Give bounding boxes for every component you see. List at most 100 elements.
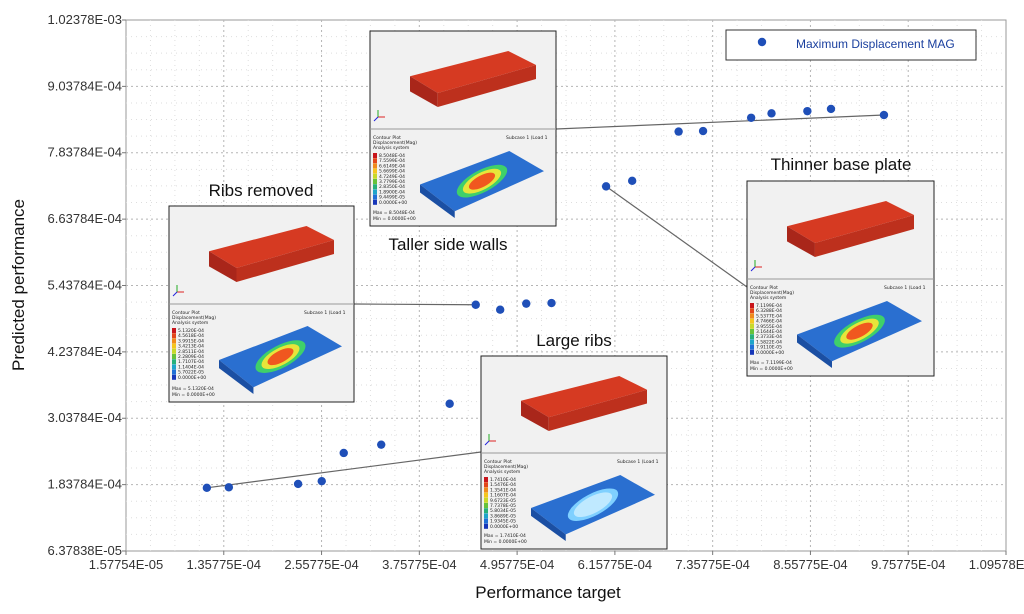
y-ticks: 6.37838E-051.83784E-043.03784E-044.23784… xyxy=(48,12,126,558)
data-point xyxy=(627,176,637,186)
contour-swatch xyxy=(484,508,488,514)
connector-lines xyxy=(206,114,884,489)
x-tick-label: 9.75775E-04 xyxy=(871,557,945,572)
contour-swatch xyxy=(484,477,488,482)
data-point xyxy=(674,127,683,136)
data-point xyxy=(445,399,454,408)
contour-hotspot xyxy=(267,348,294,366)
contour-value: 1.1404E-04 xyxy=(178,364,204,370)
contour-value: 0.0000E+00 xyxy=(178,375,206,381)
data-point xyxy=(471,300,480,309)
y-tick-label: 4.23784E-04 xyxy=(48,344,122,359)
x-tick-label: 3.75775E-04 xyxy=(382,557,456,572)
connector-line xyxy=(206,451,482,489)
contour-value: 1.3541E-04 xyxy=(490,487,516,493)
x-tick-label: 1.09578E-03 xyxy=(969,557,1024,572)
part-top-face xyxy=(410,51,536,93)
contour-value: 4.7466E-04 xyxy=(756,319,782,325)
part-top-face xyxy=(209,226,334,268)
data-point xyxy=(339,448,348,458)
data-point xyxy=(698,126,708,136)
contour-min: Min = 0.0000E+00 xyxy=(750,366,793,372)
x-tick-label: 6.15775E-04 xyxy=(578,557,652,572)
data-point xyxy=(495,305,505,314)
contour-max: Max = 8.5048E-04 xyxy=(373,210,415,216)
contour-max: Max = 5.1320E-04 xyxy=(172,386,214,392)
axis-triad-icon xyxy=(484,440,490,446)
contour-swatch xyxy=(750,344,754,350)
axis-triad-icon xyxy=(373,116,379,122)
contour-system: Analysis system xyxy=(750,295,786,301)
contour-swatch xyxy=(750,339,754,345)
part-side-face xyxy=(209,251,237,282)
x-tick-label: 4.95775E-04 xyxy=(480,557,554,572)
y-tick-label: 6.63784E-04 xyxy=(48,211,122,226)
contour-value: 0.0000E+00 xyxy=(379,200,407,206)
contour-system: Analysis system xyxy=(373,145,409,151)
data-point xyxy=(601,182,611,191)
contour-value: 6.6149E-04 xyxy=(379,163,405,169)
contour-swatch xyxy=(750,349,754,355)
contour-swatch xyxy=(484,497,488,503)
contour-swatch xyxy=(484,482,488,488)
contour-value: 3.8689E-05 xyxy=(490,513,516,519)
x-tick-label: 1.35775E-04 xyxy=(187,557,261,572)
contour-value: 3.9555E-04 xyxy=(756,324,782,330)
x-tick-label: 8.55775E-04 xyxy=(773,557,847,572)
contour-value: 0.0000E+00 xyxy=(490,524,518,530)
contour-plate-side xyxy=(420,184,455,218)
y-tick-label: 5.43784E-04 xyxy=(48,277,122,292)
data-point xyxy=(317,476,326,486)
contour-value: 5.1320E-04 xyxy=(178,328,204,334)
y-tick-label: 6.37838E-05 xyxy=(48,543,122,558)
annotation-large-ribs: Large ribs xyxy=(536,331,612,350)
contour-value: 1.5822E-04 xyxy=(756,339,782,345)
contour-swatch xyxy=(750,329,754,334)
connector-line xyxy=(605,185,748,288)
data-point xyxy=(224,483,234,492)
data-point xyxy=(547,298,556,308)
contour-swatch xyxy=(484,503,488,508)
annotation-ribs-removed: Ribs removed xyxy=(209,181,314,200)
contour-value: 8.5048E-04 xyxy=(379,153,405,159)
y-tick-label: 3.03784E-04 xyxy=(48,410,122,425)
subcase-label: Subcase 1 (Load 1 xyxy=(304,310,346,316)
contour-plate-side xyxy=(531,508,566,541)
contour-value: 3.1644E-04 xyxy=(756,329,782,335)
contour-value: 2.3733E-04 xyxy=(756,334,782,340)
contour-max: Max = 1.7410E-04 xyxy=(484,533,526,539)
contour-subtitle: Displacement(Mag) xyxy=(172,315,216,321)
contour-swatch xyxy=(172,328,176,333)
subcase-label: Subcase 1 (Load 1 xyxy=(884,285,926,291)
contour-swatch xyxy=(484,523,488,529)
contour-title: Contour Plot xyxy=(373,135,401,141)
contour-value: 1.7410E-04 xyxy=(490,477,516,483)
data-point xyxy=(202,483,212,493)
part-side-face xyxy=(787,226,815,257)
contour-swatch xyxy=(373,173,377,179)
axis-triad-icon xyxy=(750,266,756,272)
annotation-thinner-base-plate: Thinner base plate xyxy=(771,155,912,174)
contour-hotspot xyxy=(846,322,873,340)
contour-swatch xyxy=(750,318,754,324)
contour-value: 2.2809E-04 xyxy=(178,354,204,360)
y-axis-title: Predicted performance xyxy=(9,199,28,371)
contour-swatch xyxy=(750,303,754,308)
data-point xyxy=(767,109,776,118)
contour-swatch xyxy=(373,163,377,169)
part-front-face xyxy=(437,65,536,107)
data-point xyxy=(826,104,836,114)
subcase-label: Subcase 1 (Load 1 xyxy=(617,459,659,465)
contour-value: 7.9110E-05 xyxy=(756,345,782,351)
legend-marker xyxy=(757,37,767,47)
contour-swatch xyxy=(172,338,176,344)
contour-swatch xyxy=(172,343,176,349)
data-point xyxy=(879,110,889,120)
data-point xyxy=(377,440,386,449)
contour-value: 1.1607E-04 xyxy=(490,493,516,499)
legend: Maximum Displacement MAG xyxy=(725,29,977,61)
contour-value: 3.7799E-04 xyxy=(379,179,405,185)
